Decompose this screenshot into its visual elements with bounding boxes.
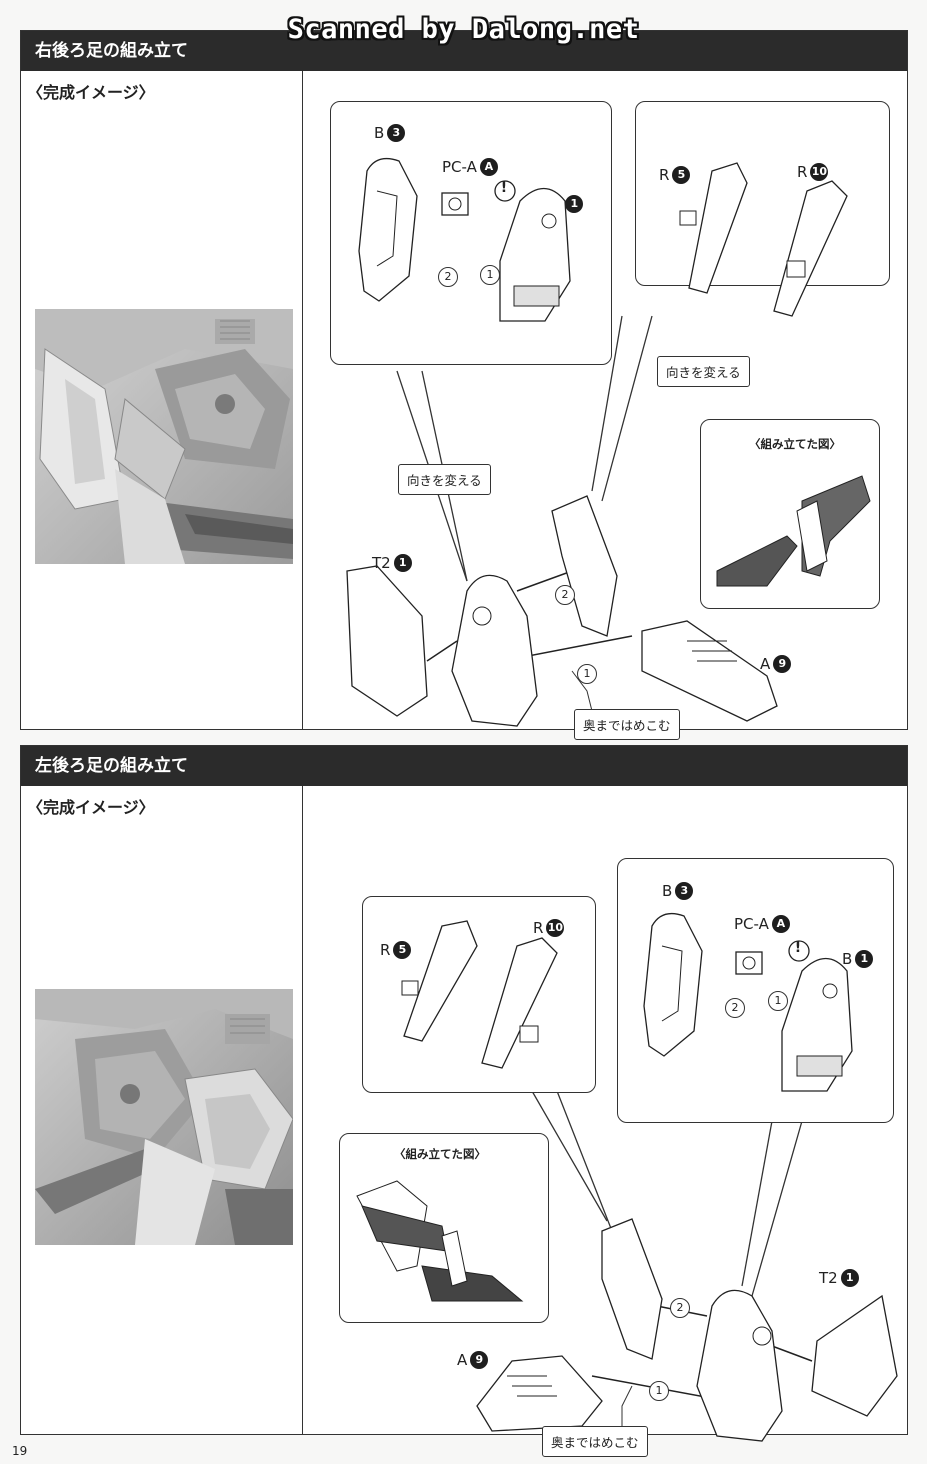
watermark: Scanned by Dalong.net [287, 14, 640, 45]
completed-image-column: 〈完成イメージ〉 [21, 786, 303, 1434]
sub-assembly-panel-r [635, 101, 890, 286]
part-drawings-b [358, 157, 571, 322]
step-marker-1: 1 [649, 1381, 669, 1401]
section-left-hind-leg: 左後ろ足の組み立て 〈完成イメージ〉 [20, 745, 908, 1457]
turn-label-b: 向きを変える [398, 464, 491, 495]
completed-photo [35, 989, 293, 1245]
section-title: 右後ろ足の組み立て [21, 31, 907, 71]
completed-photo [35, 309, 293, 564]
push-in-label: 奥まではめこむ [542, 1426, 648, 1457]
part-drawings-r [401, 920, 558, 1069]
step-marker-1: 1 [480, 265, 500, 285]
assembled-view-label: 〈組み立てた図〉 [394, 1147, 486, 1161]
part-drawings-b [643, 912, 853, 1092]
caution-marker: ! [500, 180, 508, 196]
completed-image-column: 〈完成イメージ〉 [21, 71, 303, 729]
step-marker-2: 2 [438, 267, 458, 287]
caution-marker: ! [794, 940, 802, 956]
assembled-view-drawing [716, 475, 871, 587]
completed-image-label: 〈完成イメージ〉 [27, 798, 155, 817]
assembly-column: B3 PC-AA B1 2 1 ! R5 [302, 71, 907, 740]
main-part-drawings [346, 495, 778, 727]
section-title: 左後ろ足の組み立て [21, 746, 907, 786]
page-number: 19 [12, 1444, 28, 1458]
step-marker-2: 2 [670, 1298, 690, 1318]
part-drawings-r [679, 162, 848, 317]
section-right-hind-leg: 右後ろ足の組み立て 〈完成イメージ〉 [20, 30, 908, 740]
step-marker-2: 2 [725, 998, 745, 1018]
turn-label-r: 向きを変える [657, 356, 750, 387]
step-marker-2: 2 [555, 585, 575, 605]
step-marker-1: 1 [577, 664, 597, 684]
step-marker-1: 1 [768, 991, 788, 1011]
assembled-view-label: 〈組み立てた図〉 [749, 437, 841, 451]
assembled-view-drawing [356, 1180, 524, 1302]
main-part-drawings [476, 1218, 898, 1442]
completed-image-label: 〈完成イメージ〉 [27, 83, 155, 102]
push-in-label: 奥まではめこむ [574, 709, 680, 740]
